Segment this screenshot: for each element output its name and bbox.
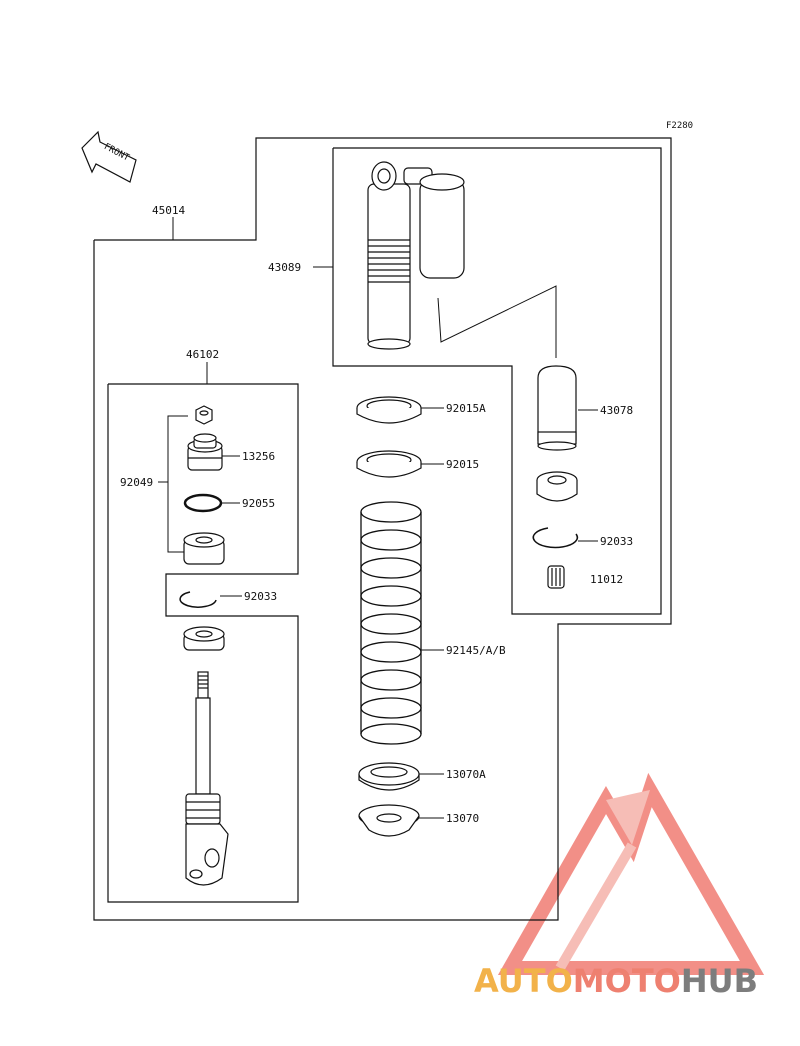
spring bbox=[360, 501, 422, 745]
valve-bolt bbox=[547, 565, 565, 589]
label-46102: 46102 bbox=[186, 348, 219, 361]
reservoir bbox=[419, 173, 465, 279]
circlip-right: 92033 bbox=[532, 527, 633, 549]
reservoir-cap bbox=[536, 471, 578, 502]
assembly-outline bbox=[93, 137, 672, 921]
label-92049: 92049 bbox=[120, 476, 153, 489]
label-92015a: 92015A bbox=[446, 402, 486, 415]
label-13256: 13256 bbox=[242, 450, 275, 463]
piston-head bbox=[183, 626, 225, 651]
damper-rod bbox=[185, 671, 229, 886]
label-92145: 92145/A/B bbox=[446, 644, 506, 657]
label-13070: 13070 bbox=[446, 812, 479, 825]
retainer-13070 bbox=[358, 804, 420, 837]
watermark-logo bbox=[497, 772, 765, 975]
bladder bbox=[537, 365, 577, 451]
bushing-13256 bbox=[187, 433, 223, 471]
label-13070a: 13070A bbox=[446, 768, 486, 781]
label-92015: 92015 bbox=[446, 458, 479, 471]
label-45014: 45014 bbox=[152, 204, 185, 217]
label-43078: 43078 bbox=[600, 404, 633, 417]
label-92033-left: 92033 bbox=[244, 590, 277, 603]
label-11012: 11012 bbox=[590, 573, 623, 586]
watermark-hub: HUB bbox=[680, 962, 759, 1000]
cylinder-block-outline bbox=[332, 147, 662, 615]
small-nut bbox=[195, 405, 213, 425]
watermark-text: AUTOMOTOHUB bbox=[474, 962, 758, 1000]
nut-92015a bbox=[356, 396, 422, 424]
retainer-13070a bbox=[358, 762, 420, 791]
watermark-moto: MOTO bbox=[572, 962, 681, 1000]
oring-92055 bbox=[183, 493, 223, 513]
watermark-auto: AUTO bbox=[474, 962, 573, 1000]
nut-92015 bbox=[356, 450, 422, 478]
shock-body bbox=[367, 161, 433, 350]
label-92033-right: 92033 bbox=[600, 535, 633, 548]
circlip-left: 92033 bbox=[179, 590, 277, 608]
label-92055: 92055 bbox=[242, 497, 275, 510]
label-43089: 43089 bbox=[268, 261, 301, 274]
lower-bushing bbox=[183, 532, 225, 565]
front-arrow-icon: FRONT bbox=[81, 130, 137, 183]
figure-code: F2280 bbox=[666, 121, 693, 131]
piston-block-outline bbox=[107, 383, 299, 903]
